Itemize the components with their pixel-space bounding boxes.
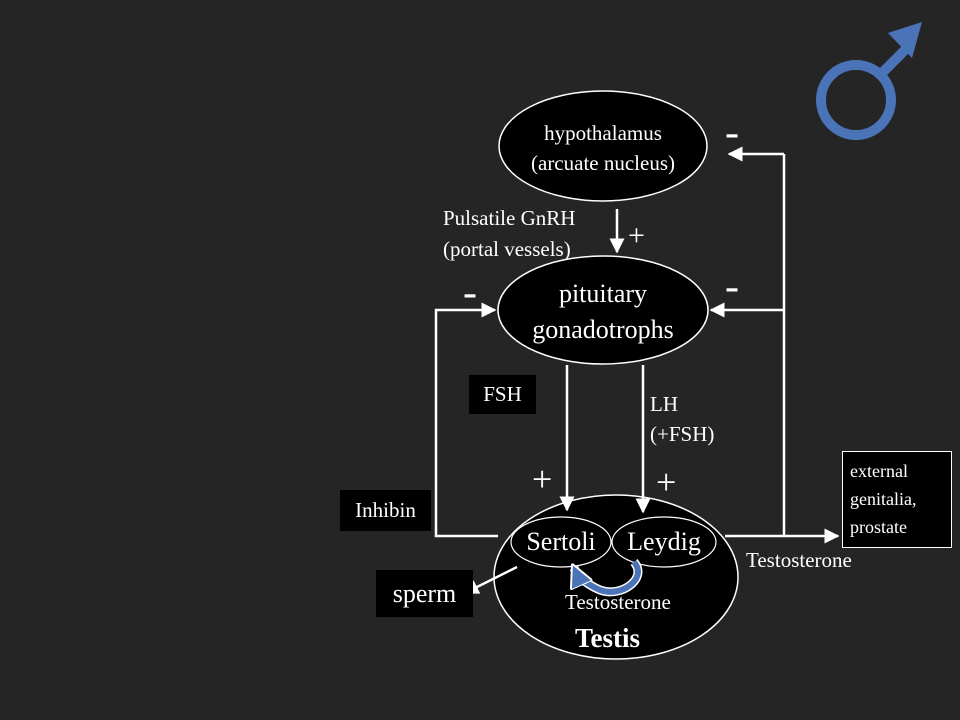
pituitary-line-1: pituitary: [558, 279, 648, 308]
gnrh-label: Pulsatile GnRH (portal vessels): [443, 203, 575, 265]
pituitary-node: [497, 255, 709, 365]
fsh-label: FSH: [469, 375, 536, 414]
lh-label: LH (+FSH): [650, 389, 714, 449]
testis-label: Testis: [575, 623, 641, 653]
target-line-2: genitalia,: [850, 489, 917, 509]
gnrh-line-2: (portal vessels): [443, 237, 571, 261]
target-line-3: prostate: [850, 517, 907, 537]
leydig-node: [611, 516, 717, 568]
testosterone-output-label: Testosterone: [746, 548, 852, 572]
male-symbol-icon: [816, 22, 922, 140]
inhibin-label: Inhibin: [340, 490, 431, 531]
lh-line-2: (+FSH): [650, 422, 715, 446]
minus-right: -: [725, 264, 739, 310]
testosterone-internal-label: Testosterone: [565, 590, 671, 614]
plus-gnrh: +: [628, 219, 645, 252]
sperm-arrow: [463, 565, 518, 595]
minus-top: -: [725, 110, 739, 156]
hypothalamus-line-2: (arcuate nucleus): [531, 151, 675, 175]
plus-lh: +: [656, 462, 677, 502]
sertoli-node: [510, 516, 612, 568]
leydig-label: Leydig: [627, 527, 701, 556]
sertoli-label: Sertoli: [526, 527, 596, 556]
hypothalamus-line-1: hypothalamus: [544, 121, 662, 145]
plus-fsh: +: [532, 459, 553, 499]
internal-testosterone-arrow-fill: [574, 560, 641, 595]
pituitary-line-2: gonadotrophs: [532, 315, 674, 344]
sperm-label: sperm: [376, 570, 473, 617]
minus-left: -: [463, 270, 477, 316]
hypothalamus-label: hypothalamus (arcuate nucleus): [503, 118, 703, 178]
pituitary-label: pituitary gonadotrophs: [503, 276, 703, 348]
hypothalamus-node: [498, 90, 708, 202]
target-line-1: external: [850, 461, 908, 481]
lh-line-1: LH: [650, 392, 678, 416]
target-tissues-box: external genitalia, prostate: [842, 451, 952, 548]
gnrh-line-1: Pulsatile GnRH: [443, 206, 576, 230]
inhibin-feedback-arrow: [434, 302, 498, 538]
